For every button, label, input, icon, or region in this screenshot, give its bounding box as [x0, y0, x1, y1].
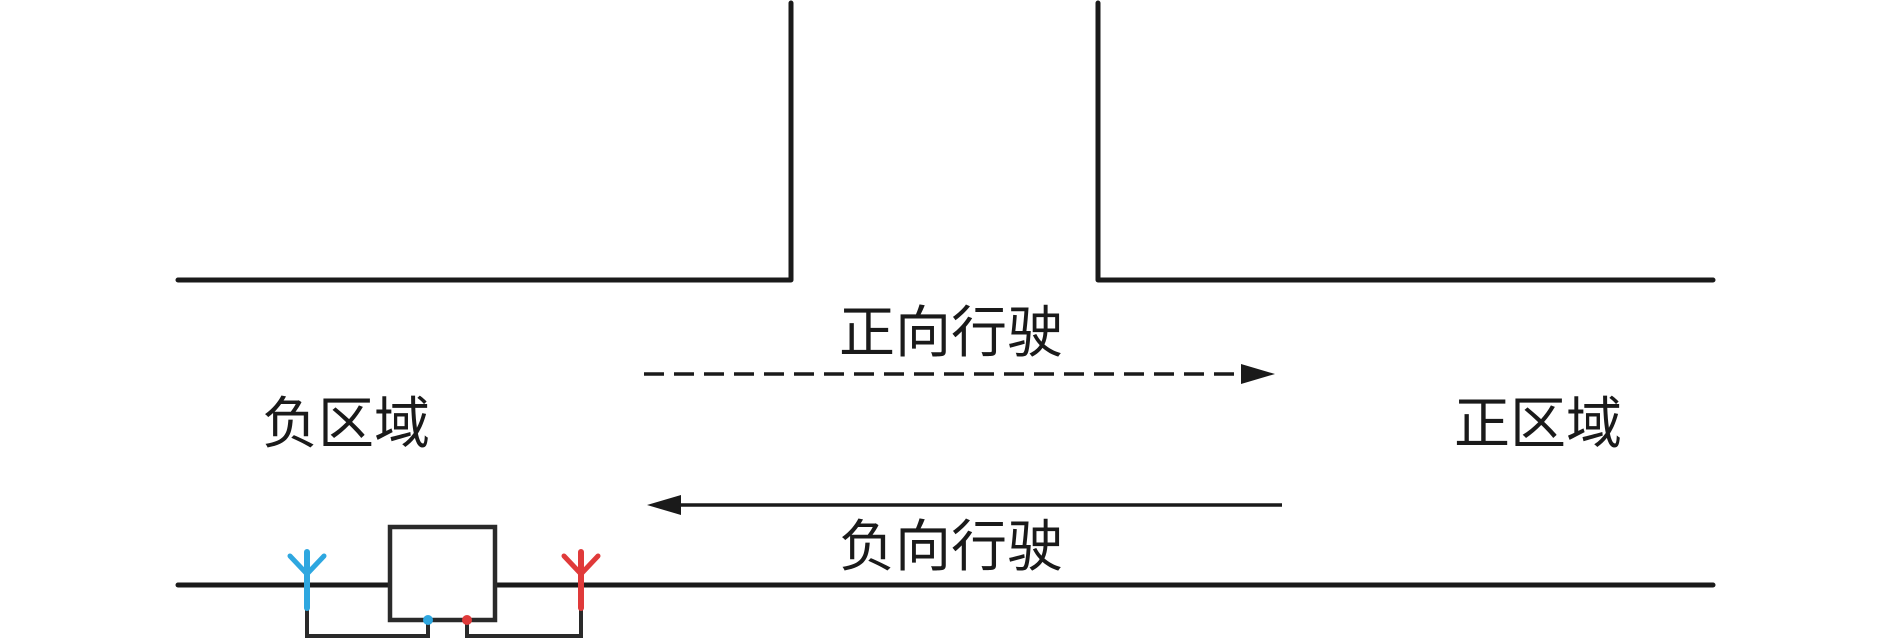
- forward-arrowhead-icon: [1241, 364, 1275, 384]
- reverse-arrowhead-icon: [647, 495, 681, 515]
- upper-road-left-edge: [175, 0, 794, 283]
- antenna-icon: [287, 549, 327, 611]
- positive-port-dot: [462, 615, 472, 625]
- antenna-icon: [561, 549, 601, 611]
- reverse-travel-label: 负向行驶: [839, 515, 1063, 580]
- forward-travel-label: 正向行驶: [839, 301, 1063, 366]
- upper-road-right-edge: [1095, 0, 1716, 283]
- positive-zone-label: 正区域: [1454, 392, 1622, 457]
- negative-zone-label: 负区域: [262, 392, 430, 457]
- reader-box-icon: [387, 524, 498, 623]
- negative-port-dot: [423, 615, 433, 625]
